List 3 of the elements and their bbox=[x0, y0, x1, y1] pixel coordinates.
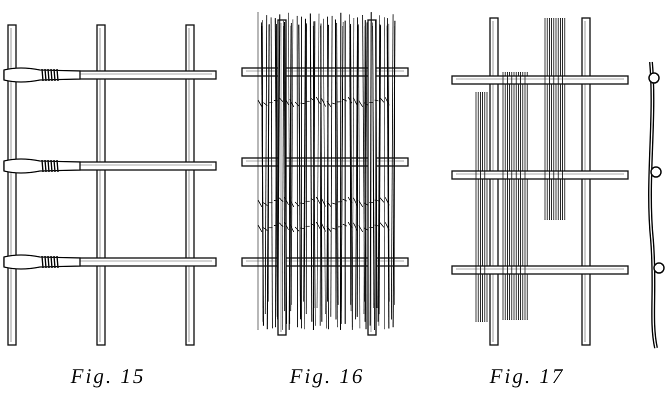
figure-caption: Fig. 16 bbox=[288, 364, 366, 389]
figure-caption: Fig. 17 bbox=[488, 364, 566, 389]
figure-caption: Fig. 15 bbox=[70, 364, 146, 389]
